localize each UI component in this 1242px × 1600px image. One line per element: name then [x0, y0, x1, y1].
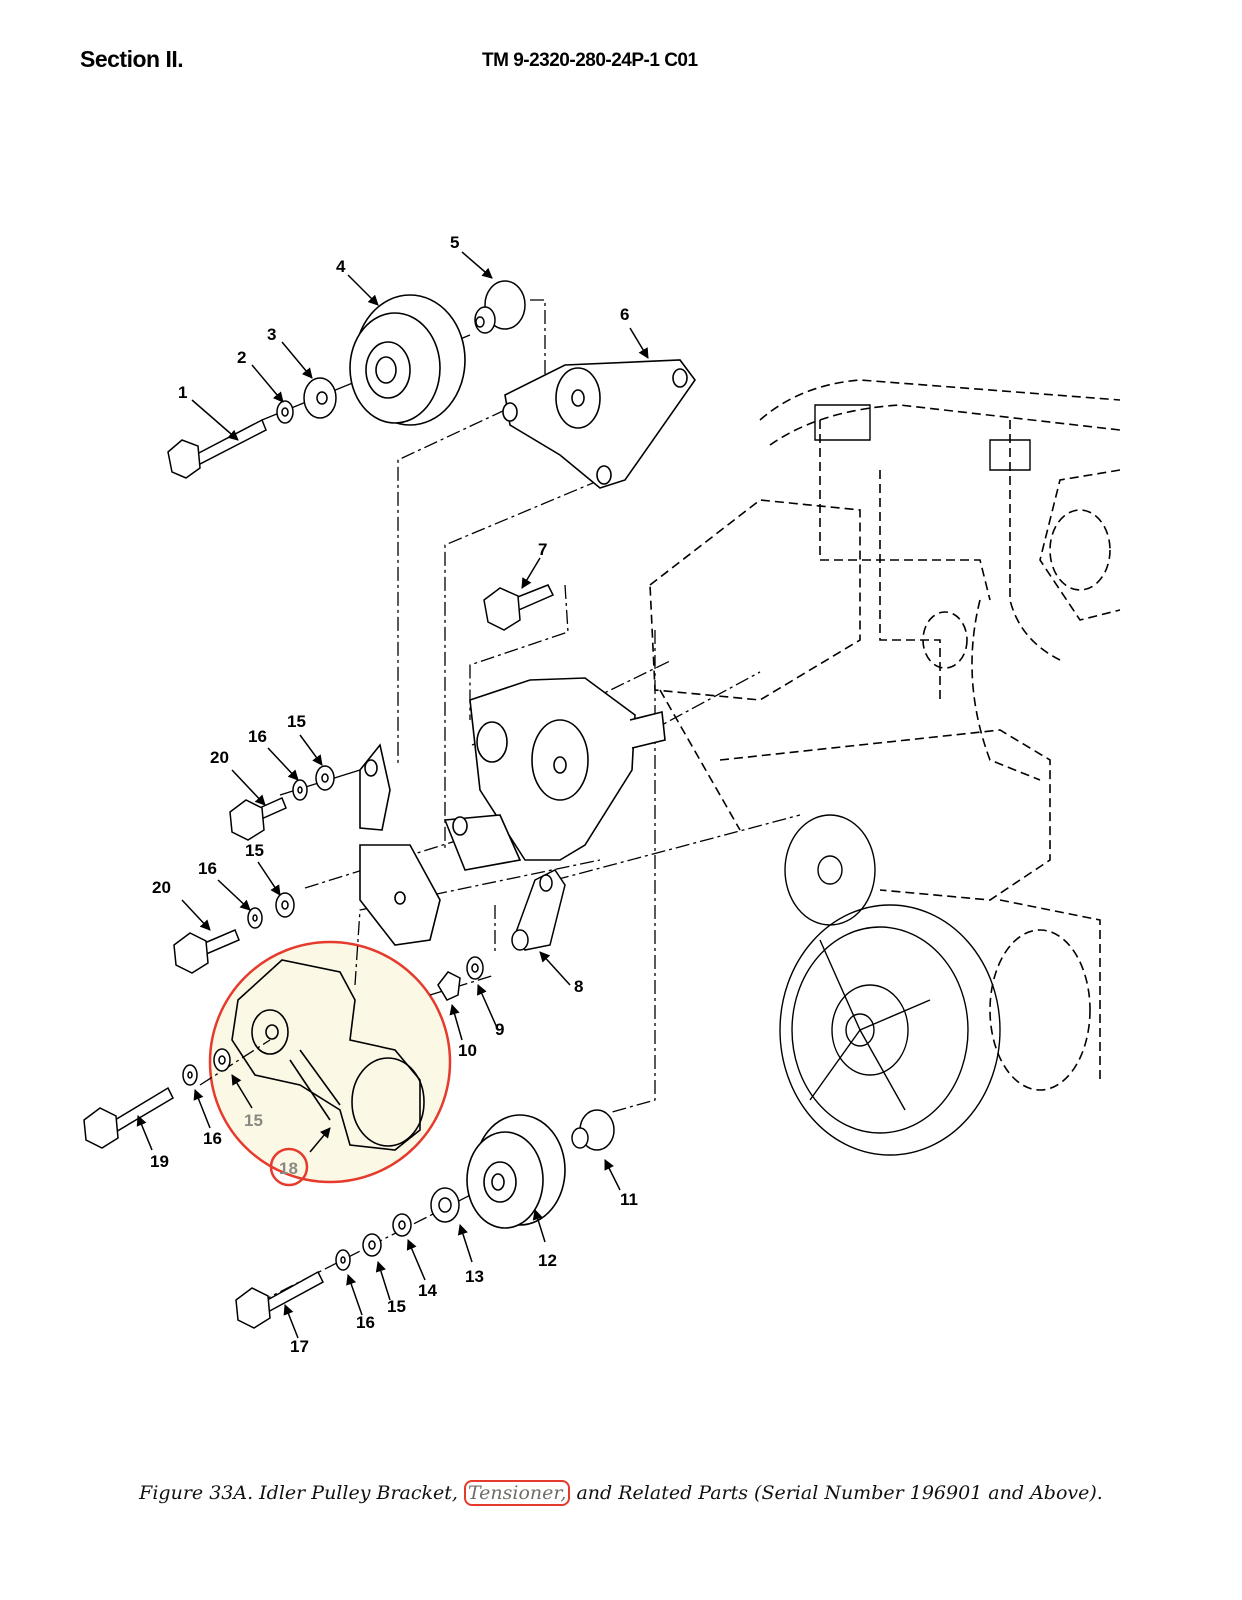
- part-11-bushing: [571, 1109, 615, 1151]
- callout-7: 7: [538, 540, 547, 559]
- part-15-washer-upper: [315, 765, 335, 791]
- tm-document-number: TM 9-2320-280-24P-1 C01: [482, 50, 698, 71]
- callout-17: 17: [290, 1337, 309, 1356]
- callout-4: 4: [336, 257, 346, 276]
- callout-11: 11: [620, 1190, 638, 1209]
- part-16-lockwasher-middle: [247, 907, 263, 929]
- callout-19: 19: [150, 1152, 169, 1171]
- part-5-bushing: [474, 280, 526, 334]
- callout-3: 3: [267, 325, 276, 344]
- callout-12: 12: [538, 1251, 557, 1270]
- part-18-tensioner: [231, 959, 425, 1151]
- section-heading: Section II.: [80, 46, 184, 72]
- part-4-pulley: [349, 294, 466, 426]
- callout-15-tensioner: 15: [244, 1111, 263, 1130]
- part-19-bolt: [83, 1086, 174, 1149]
- caption-highlight-tensioner: Tensioner,: [463, 1480, 571, 1506]
- callout-20-middle: 20: [152, 878, 171, 897]
- part-3-washer: [303, 377, 337, 419]
- part-16-lockwasher-tensioner: [182, 1064, 198, 1086]
- leader-arrows: [136, 251, 649, 1339]
- figure-caption: Figure 33A. Idler Pulley Bracket, Tensio…: [0, 1480, 1242, 1506]
- callout-10: 10: [458, 1041, 477, 1060]
- part-15-washer-middle: [275, 892, 295, 918]
- callout-16-upper: 16: [248, 727, 267, 746]
- part-6-bracket: [502, 359, 696, 489]
- engine-block: [649, 379, 1121, 1091]
- part-20-bolt-upper: [229, 796, 287, 841]
- callout-1: 1: [178, 383, 187, 402]
- part-8-arm: [511, 869, 566, 951]
- callout-16-lower: 16: [356, 1313, 375, 1332]
- part-12-pulley: [466, 1114, 566, 1229]
- callout-9: 9: [495, 1020, 504, 1039]
- part-7-bolt: [483, 584, 555, 631]
- part-15-washer-lower: [362, 1233, 382, 1257]
- part-14-washer: [392, 1213, 412, 1237]
- part-20-bolt-middle: [173, 929, 240, 974]
- callout-8: 8: [574, 977, 583, 996]
- caption-text-after: and Related Parts (Serial Number 196901 …: [570, 1482, 1103, 1504]
- engine-block-solid-edges: [779, 404, 1031, 1156]
- main-bracket: [359, 677, 666, 946]
- highlight-circle: [208, 940, 452, 1184]
- callout-6: 6: [620, 305, 629, 324]
- callout-15-middle: 15: [245, 841, 264, 860]
- part-16-lockwasher-lower: [335, 1249, 351, 1271]
- callout-5: 5: [450, 233, 459, 252]
- caption-text-before: Figure 33A. Idler Pulley Bracket,: [139, 1482, 464, 1504]
- callout-16-tensioner: 16: [203, 1129, 222, 1148]
- part-16-lockwasher-upper: [292, 779, 308, 801]
- part-10-nut: [437, 971, 461, 1001]
- callout-labels: 1 2 3 4 5 6 7 8 9 10 11 12 13 14 15 16 1…: [150, 233, 638, 1356]
- callout-15-lower: 15: [387, 1297, 406, 1316]
- callout-14: 14: [418, 1281, 437, 1300]
- part-15-washer-tensioner: [213, 1048, 231, 1072]
- part-9-washer: [466, 956, 484, 980]
- callout-20-upper: 20: [210, 748, 229, 767]
- callout-18: 18: [279, 1159, 298, 1178]
- callout-16-middle: 16: [198, 859, 217, 878]
- callout-2: 2: [237, 348, 246, 367]
- callout-15-upper: 15: [287, 712, 306, 731]
- highlight-callout-18: [269, 1147, 309, 1187]
- part-17-bolt: [235, 1270, 324, 1329]
- part-1-bolt: [167, 418, 267, 479]
- callout-13: 13: [465, 1267, 484, 1286]
- part-2-lockwasher: [276, 400, 294, 424]
- part-13-washer: [430, 1187, 460, 1223]
